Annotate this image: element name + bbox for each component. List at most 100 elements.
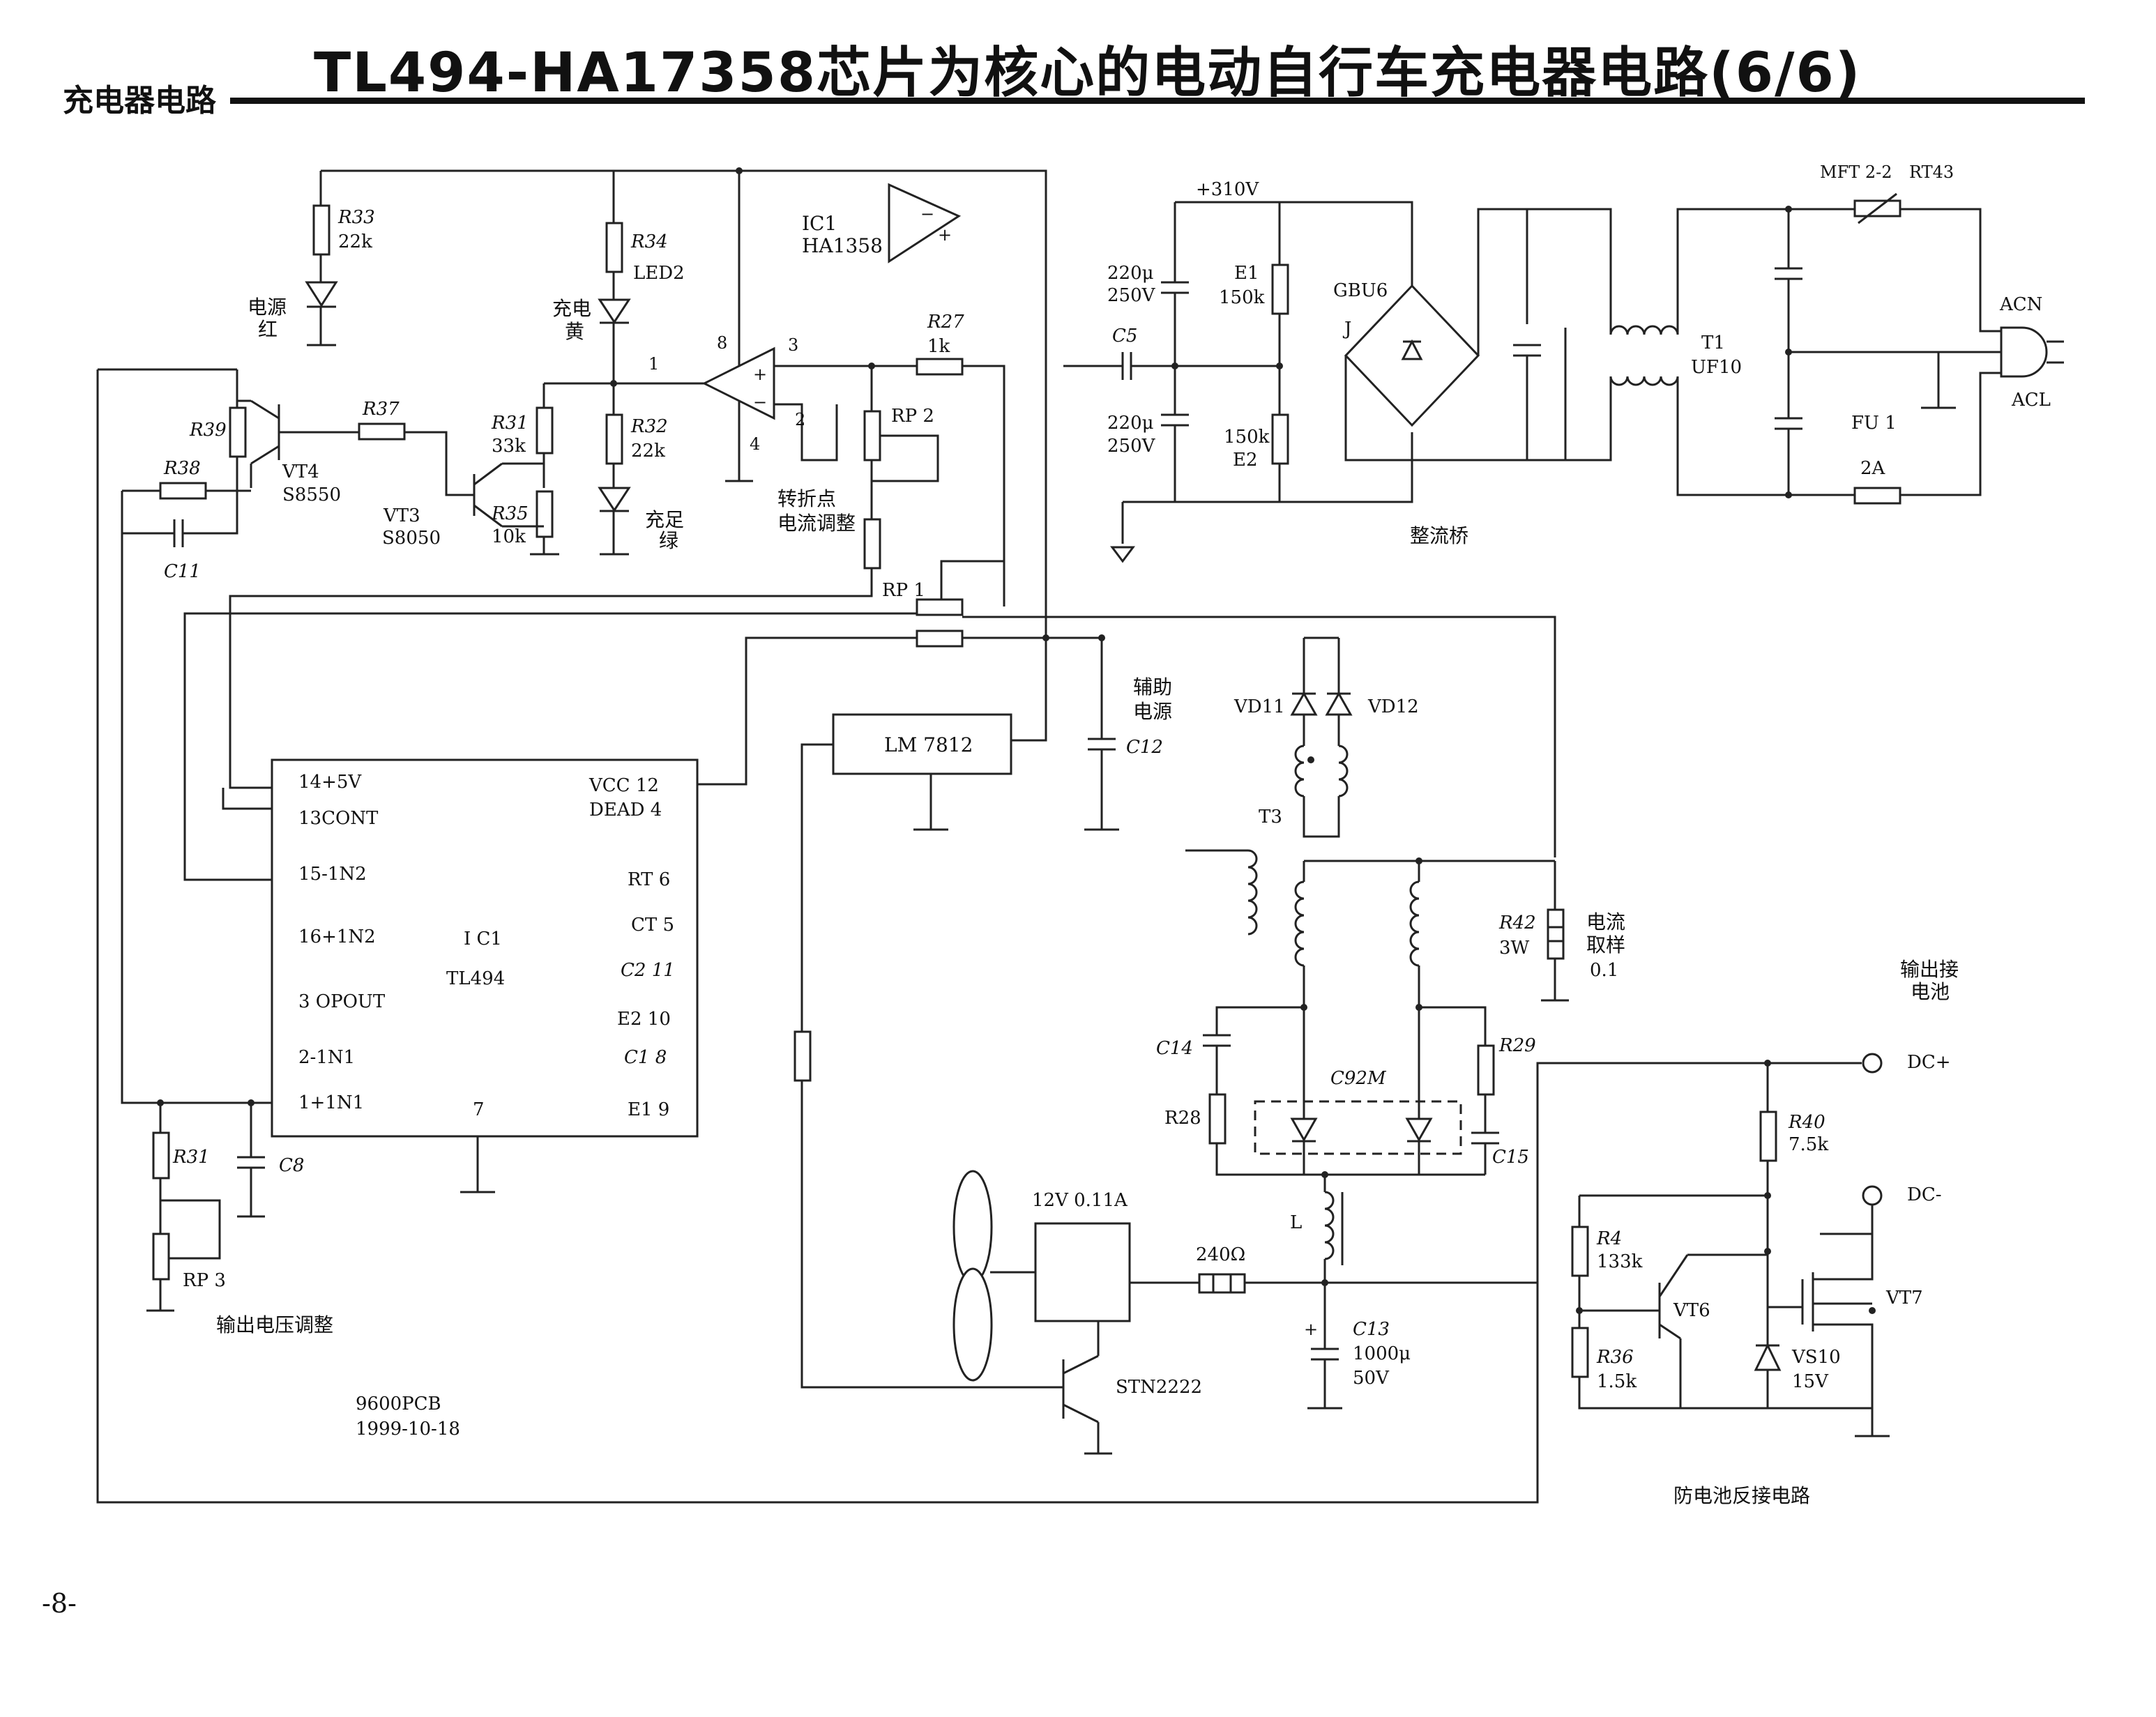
label-out-batt-1: 输出接 xyxy=(1900,958,1959,981)
title-rule xyxy=(230,98,2085,104)
diode-vd12 xyxy=(1325,691,1353,716)
label-c5: C5 xyxy=(1112,326,1137,346)
label-e1: E1 xyxy=(1234,263,1259,284)
svg-text:+: + xyxy=(1304,1320,1318,1339)
tl494-dead: DEAD 4 xyxy=(589,800,662,821)
label-isense-2: 取样 xyxy=(1586,933,1625,956)
label-out-batt-2: 电池 xyxy=(1911,980,1950,1003)
resistor-r31-lower xyxy=(152,1131,170,1180)
label-r40-val: 7.5k xyxy=(1789,1134,1828,1155)
label-t3: T3 xyxy=(1259,807,1282,827)
potentiometer-rp1 xyxy=(916,598,964,616)
svg-text:+: + xyxy=(753,365,767,384)
label-rp1: RP 1 xyxy=(882,580,925,601)
label-led-red-1: 电源 xyxy=(248,296,287,319)
transformer-t3-aux-a xyxy=(1294,745,1305,798)
label-r29: R29 xyxy=(1498,1035,1536,1056)
tl494-section: 14+5V 13CONT 15-1N2 16+1N2 3 OPOUT 2-1N1… xyxy=(96,369,1862,1504)
tl494-e1: E1 9 xyxy=(628,1099,669,1120)
label-aux-1: 辅助 xyxy=(1133,676,1172,699)
label-fu1: FU 1 xyxy=(1851,413,1897,434)
label-dc-minus: DC- xyxy=(1907,1184,1942,1205)
label-r42: R42 xyxy=(1498,913,1536,933)
label-r36-val: 1.5k xyxy=(1597,1371,1637,1392)
led2-yellow xyxy=(598,298,631,324)
label-rt43: RT43 xyxy=(1909,162,1954,182)
resistor-r37 xyxy=(358,422,406,441)
tl494-pin3: 3 OPOUT xyxy=(298,991,386,1012)
label-led-green-1: 充足 xyxy=(645,508,684,531)
tl494-pin14: 14+5V xyxy=(298,772,362,793)
transformer-t1-lower xyxy=(1609,376,1679,386)
label-c92m: C92M xyxy=(1330,1068,1387,1089)
label-vs10: VS10 xyxy=(1791,1347,1841,1368)
resistor-r27 xyxy=(916,358,964,376)
label-r35-val: 10k xyxy=(492,526,526,547)
tl494-pin7: 7 xyxy=(473,1099,485,1120)
pin-2: 2 xyxy=(795,410,805,429)
aux-power-section: 辅助 电源 C12 LM 7812 xyxy=(794,638,1172,1389)
label-rev-protect: 防电池反接电路 xyxy=(1673,1484,1810,1507)
potentiometer-rp2 xyxy=(863,410,881,461)
label-r31-upper-val: 33k xyxy=(492,436,526,457)
label-turn-adj-2: 电流调整 xyxy=(777,512,856,535)
diode-c92m-b xyxy=(1405,1117,1433,1143)
resistor-r40 xyxy=(1759,1111,1777,1162)
label-acn: ACN xyxy=(1999,294,2042,315)
label-vt6: VT6 xyxy=(1673,1300,1710,1321)
resistor-fan-bias xyxy=(794,1030,812,1082)
resistor-r38 xyxy=(159,482,207,500)
resistor-r31-upper xyxy=(536,406,554,455)
tl494-ic-label: I C1 xyxy=(464,929,502,949)
label-stn2222: STN2222 xyxy=(1116,1377,1202,1398)
label-r36: R36 xyxy=(1596,1347,1634,1368)
terminal-dc-plus xyxy=(1862,1053,1883,1074)
label-led-green-2: 绿 xyxy=(659,529,678,552)
tl494-pin13: 13CONT xyxy=(298,808,379,829)
terminal-dc-minus xyxy=(1862,1185,1883,1206)
resistor-rp1-lower xyxy=(916,629,964,648)
label-isense-1: 电流 xyxy=(1586,910,1625,933)
svg-text:−: − xyxy=(920,204,934,224)
label-l: L xyxy=(1290,1212,1302,1233)
resistor-r42-sense xyxy=(1547,908,1565,960)
resistor-r34 xyxy=(605,222,623,273)
tl494-c2: C2 11 xyxy=(621,960,675,981)
label-c15: C15 xyxy=(1492,1147,1529,1168)
label-e2-val: 150k xyxy=(1224,427,1270,448)
diode-vd11 xyxy=(1290,691,1318,716)
label-acl: ACL xyxy=(2011,390,2051,411)
label-lm7812: LM 7812 xyxy=(884,733,973,756)
regulator-lm7812 xyxy=(832,713,1012,775)
label-r32: R32 xyxy=(630,416,668,437)
resistor-turn-adj xyxy=(863,518,881,570)
resistor-r33 xyxy=(312,204,331,256)
tl494-vcc: VCC 12 xyxy=(589,775,659,796)
label-vs10-val: 15V xyxy=(1792,1371,1829,1392)
transformer-t3-sec-a xyxy=(1294,880,1305,967)
label-r37: R37 xyxy=(362,399,400,420)
label-c13-v: 50V xyxy=(1353,1368,1390,1389)
label-volt-adj: 输出电压调整 xyxy=(216,1313,333,1336)
label-ic1-part: HA1358 xyxy=(802,234,883,257)
label-r31-upper: R31 xyxy=(491,413,529,434)
label-r34: R34 xyxy=(630,231,668,252)
transformer-t1-upper xyxy=(1609,325,1679,335)
label-fuse-val: 2A xyxy=(1860,458,1886,479)
resistor-e2 xyxy=(1271,413,1289,465)
tl494-chip xyxy=(271,758,699,1138)
label-t1: T1 xyxy=(1701,333,1725,353)
tl494-pin1: 1+1N1 xyxy=(298,1092,364,1113)
label-bridge: 整流桥 xyxy=(1410,524,1468,547)
label-aux-2: 电源 xyxy=(1133,700,1172,723)
fan-blade-lower xyxy=(952,1267,993,1382)
svg-text:−: − xyxy=(753,392,767,412)
led-red xyxy=(305,281,338,307)
resistor-r39 xyxy=(229,406,247,458)
label-r39: R39 xyxy=(189,420,227,441)
label-t1-part: UF10 xyxy=(1691,357,1742,378)
mains-input-section: +310V 220μ 250V 220μ 250V C5 E1 150k 150… xyxy=(1063,162,2064,563)
label-j: J xyxy=(1342,319,1351,339)
reverse-protection-section: DC+ R40 7.5k DC- R4 133k R36 1.5k VT6 xyxy=(1538,1052,1951,1507)
resistor-e1 xyxy=(1271,264,1289,315)
